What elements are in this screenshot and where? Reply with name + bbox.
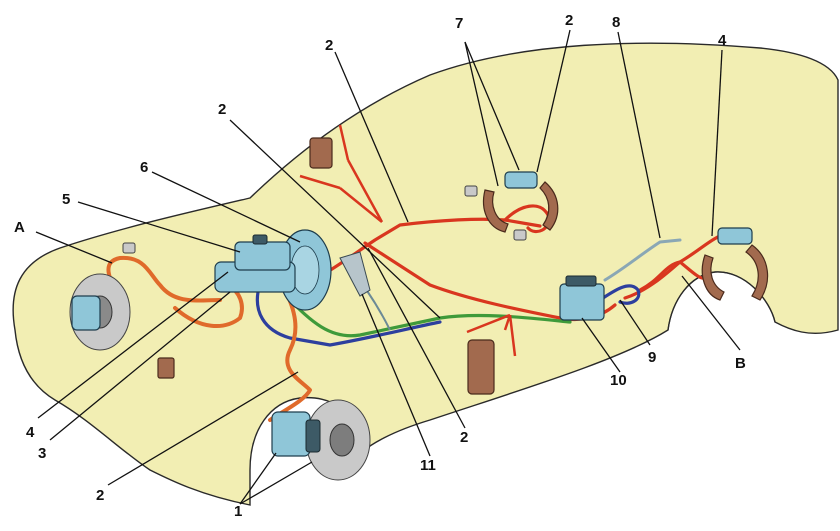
callout-10: 10 — [610, 372, 627, 389]
callout-2-top-left: 2 — [218, 101, 226, 118]
regulator-blue-loop — [598, 284, 641, 305]
pressure-regulator-top — [565, 275, 597, 287]
rear-left-hose — [638, 260, 707, 292]
bracket-front — [157, 357, 175, 379]
callout-B: B — [735, 355, 746, 372]
front-right-caliper-body — [305, 419, 321, 453]
callout-1: 1 — [234, 503, 242, 520]
bracket-top — [309, 137, 333, 169]
secondary-pipe — [288, 298, 572, 338]
bracket-mid — [467, 339, 495, 395]
callout-9: 9 — [648, 349, 656, 366]
rear-left-wheel-cylinder — [504, 171, 538, 189]
rear-left-shoe-2 — [539, 181, 559, 231]
front-left-caliper — [71, 295, 101, 331]
callout-6: 6 — [140, 159, 148, 176]
callout-A: A — [14, 219, 25, 236]
nut-top — [464, 185, 478, 197]
front-right-hub — [329, 423, 355, 457]
callout-4-right: 4 — [718, 32, 727, 49]
clip-marker-top — [299, 124, 384, 223]
pedal-bracket — [339, 251, 371, 297]
callout-2-top-right: 2 — [565, 12, 573, 29]
rear-right-shoe — [701, 254, 725, 301]
callout-5: 5 — [62, 191, 70, 208]
clip-marker-mid — [466, 313, 517, 357]
rear-left-shoe — [483, 189, 509, 233]
reservoir-cap — [252, 234, 268, 245]
car-body — [12, 42, 839, 506]
callout-2-left: 2 — [96, 487, 104, 504]
nut-drum — [513, 229, 527, 241]
callout-11: 11 — [420, 457, 436, 474]
front-right-pipe — [268, 288, 312, 422]
callout-2-top-mid: 2 — [325, 37, 333, 54]
regulator-rod — [603, 238, 682, 282]
callout-8: 8 — [612, 14, 620, 31]
front-right-caliper — [271, 411, 311, 457]
rear-right-wheel-cylinder — [717, 227, 753, 245]
brake-fluid-reservoir — [234, 241, 291, 271]
pressure-regulator — [559, 283, 605, 321]
nut-left — [122, 242, 136, 254]
rear-right-shoe-2 — [745, 244, 769, 301]
callout-4-left: 4 — [26, 424, 35, 441]
front-left-hose — [173, 283, 244, 329]
rear-wheel-arch — [667, 271, 776, 331]
callout-7: 7 — [455, 15, 463, 32]
callout-2-bottom: 2 — [460, 429, 468, 446]
leader-lines — [35, 29, 741, 505]
callout-3: 3 — [38, 445, 46, 462]
